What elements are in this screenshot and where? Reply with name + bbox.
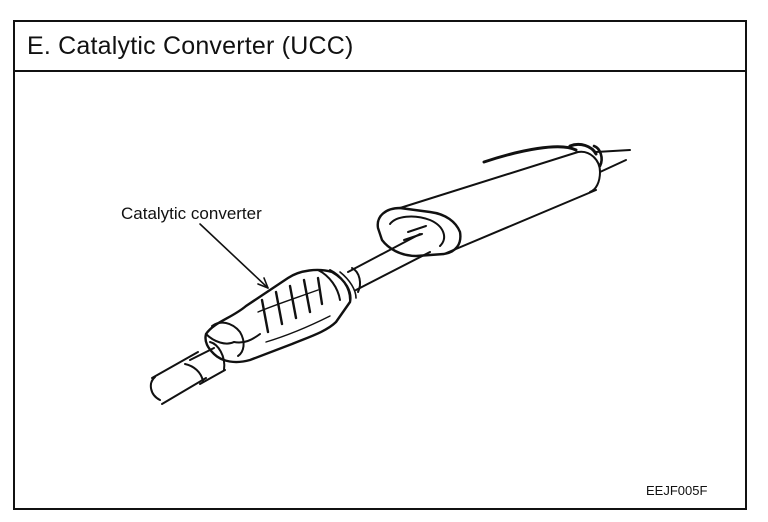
muffler bbox=[376, 142, 601, 258]
catalytic-converter-label: Catalytic converter bbox=[121, 204, 262, 223]
figure-code: EEJF005F bbox=[646, 483, 708, 498]
front-pipe bbox=[149, 341, 226, 405]
catalytic-converter-body bbox=[204, 268, 357, 364]
callout-leader-line bbox=[199, 223, 269, 289]
figure-frame: E. Catalytic Converter (UCC) bbox=[13, 20, 747, 510]
intermediate-pipe bbox=[347, 233, 431, 293]
section-header: E. Catalytic Converter (UCC) bbox=[15, 22, 745, 72]
tail-pipe bbox=[592, 144, 631, 173]
callout-arrowhead bbox=[257, 277, 269, 289]
section-title: E. Catalytic Converter (UCC) bbox=[27, 32, 354, 60]
